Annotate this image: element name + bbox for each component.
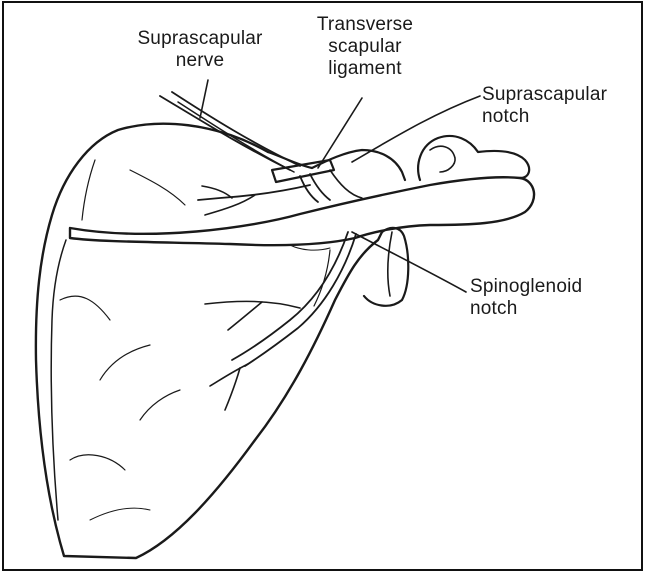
leader-transverse-ligament (318, 98, 362, 168)
scapula-outline (36, 124, 382, 558)
transverse-ligament (272, 160, 334, 182)
infraspinous-branch-upper-2 (228, 302, 262, 330)
leader-suprascapular-notch (352, 96, 480, 162)
label-spinoglenoid-line2: notch (470, 298, 630, 320)
shading-5 (100, 345, 150, 380)
label-spinoglenoid-notch: Spinoglenoid notch (470, 276, 630, 320)
shading-2 (82, 160, 95, 220)
shading-9 (90, 508, 150, 520)
label-spinoglenoid-line1: Spinoglenoid (470, 276, 630, 298)
ligament-strap-2 (310, 174, 330, 200)
shading-3 (130, 170, 185, 205)
coracoid-inner (330, 170, 362, 198)
label-transverse-line3: ligament (300, 58, 430, 80)
suprascapular-nerve-line-2 (172, 92, 300, 166)
supraspinous-branch (198, 185, 310, 200)
acromion-fold (430, 146, 455, 172)
label-suprascapular-nerve-line2: nerve (108, 50, 292, 72)
label-notch-line1: Suprascapular (482, 84, 642, 106)
shading-6 (140, 390, 180, 420)
label-transverse-scapular-ligament: Transverse scapular ligament (300, 14, 430, 80)
medial-border-line (51, 240, 66, 520)
shading-4 (70, 455, 125, 470)
label-notch-line2: notch (482, 106, 642, 128)
lateral-border (364, 228, 408, 306)
label-suprascapular-nerve-line1: Suprascapular (108, 28, 292, 50)
label-suprascapular-notch: Suprascapular notch (482, 84, 642, 128)
acromion (418, 136, 529, 180)
ligament-strap (300, 176, 318, 202)
label-transverse-line1: Transverse (300, 14, 430, 36)
glenoid-inner (388, 232, 392, 296)
supraspinous-branch-3 (202, 186, 232, 198)
infraspinous-branch-lower (210, 364, 248, 386)
label-suprascapular-nerve: Suprascapular nerve (108, 28, 292, 72)
infraspinous-branch-upper (205, 301, 300, 308)
coracoid (268, 150, 405, 180)
infraspinous-nerve (232, 232, 348, 360)
infraspinous-branch-lower-2 (225, 368, 240, 410)
label-transverse-line2: scapular (300, 36, 430, 58)
shading-1 (60, 296, 110, 320)
leader-spinoglenoid-notch (352, 232, 466, 292)
